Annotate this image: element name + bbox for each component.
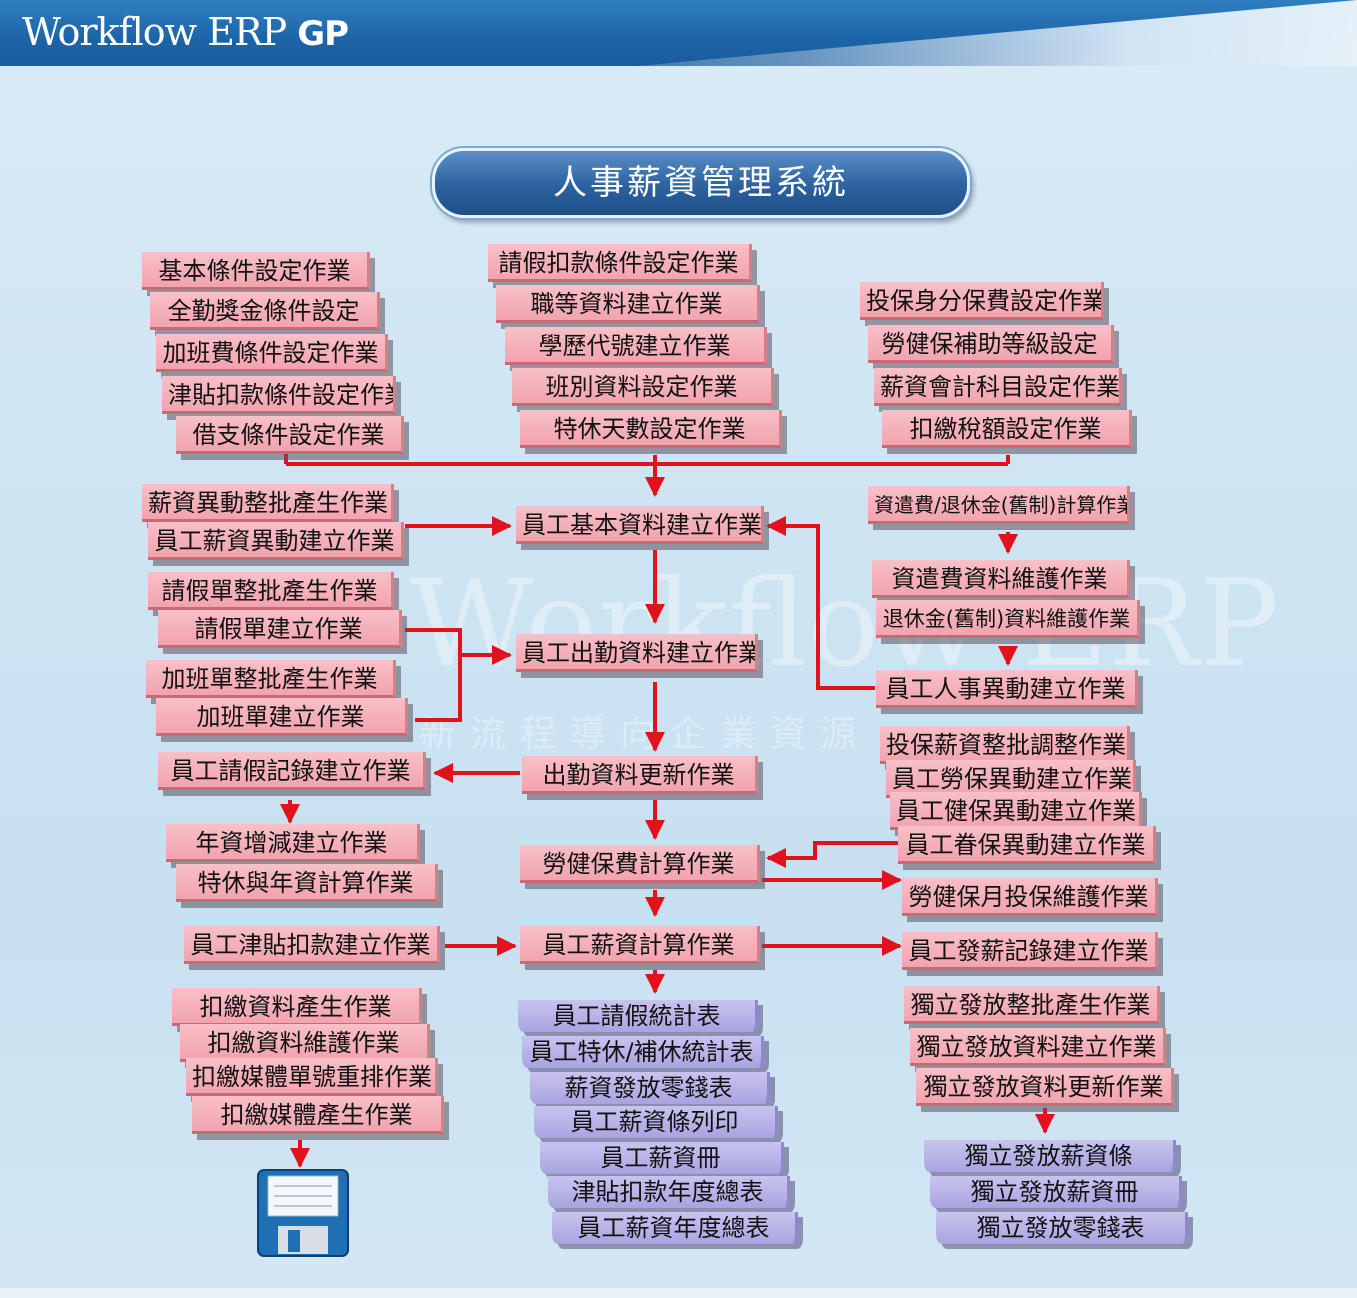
report-independent-payroll-book: 獨立發放薪資冊 — [930, 1176, 1182, 1208]
box-labor-insurance-change: 員工勞保異動建立作業 — [886, 760, 1136, 798]
box-attendance-update: 出勤資料更新作業 — [522, 756, 758, 794]
report-change-sheet: 薪資發放零錢表 — [530, 1072, 770, 1104]
report-independent-payslip: 獨立發放薪資條 — [924, 1140, 1176, 1172]
arrow-personnel-to-basic — [766, 516, 875, 690]
box-employee-attendance: 員工出勤資料建立作業 — [516, 634, 758, 672]
box-insured-salary-adjust: 投保薪資整批調整作業 — [880, 726, 1130, 764]
box-allowance-build: 員工津貼扣款建立作業 — [184, 926, 440, 964]
report-independent-change-sheet: 獨立發放零錢表 — [936, 1212, 1188, 1244]
brand-main: Workflow ERP — [22, 10, 298, 54]
box-withholding-generate: 扣繳資料產生作業 — [172, 988, 422, 1026]
box-salary-account: 薪資會計科目設定作業 — [874, 368, 1122, 406]
box-attendance-bonus: 全勤獎金條件設定 — [150, 292, 380, 330]
box-seniority-adjust: 年資增減建立作業 — [166, 824, 420, 862]
box-leave-record: 員工請假記錄建立作業 — [158, 752, 426, 790]
report-annual-leave-stats: 員工特休/補休統計表 — [522, 1036, 764, 1068]
box-grade-data: 職等資料建立作業 — [496, 285, 760, 323]
brand-suffix: GP — [297, 14, 349, 54]
box-leave-batch: 請假單整批產生作業 — [148, 572, 394, 610]
box-severance-calc: 資遣費/退休金(舊制)計算作業 — [868, 486, 1130, 524]
box-insurance-identity: 投保身分保費設定作業 — [860, 282, 1104, 320]
box-severance-maint: 資遣費資料維護作業 — [872, 560, 1130, 598]
box-payroll-record: 員工發薪記錄建立作業 — [902, 932, 1158, 970]
box-seniority-calc: 特休與年資計算作業 — [176, 864, 438, 902]
arrow-insurancechange-to-calc — [766, 841, 900, 868]
report-salary-annual: 員工薪資年度總表 — [552, 1212, 798, 1244]
box-retirement-maint: 退休金(舊制)資料維護作業 — [876, 600, 1140, 638]
box-insurance-monthly: 勞健保月投保維護作業 — [902, 878, 1158, 916]
box-salary-change-batch: 薪資異動整批產生作業 — [142, 484, 394, 522]
box-education-code: 學歷代號建立作業 — [505, 327, 767, 365]
box-withholding-maintain: 扣繳資料維護作業 — [180, 1024, 430, 1062]
box-salary-change-build: 員工薪資異動建立作業 — [148, 522, 404, 560]
box-independent-build: 獨立發放資料建立作業 — [910, 1028, 1166, 1066]
box-withholding-renumber: 扣繳媒體單號重排作業 — [186, 1058, 438, 1096]
box-salary-calc: 員工薪資計算作業 — [520, 926, 760, 964]
brand-logo: Workflow ERP GP — [22, 10, 349, 54]
box-employee-basic: 員工基本資料建立作業 — [516, 506, 764, 544]
box-health-insurance-change: 員工健保異動建立作業 — [890, 792, 1142, 830]
box-allowance-deduction: 津貼扣款條件設定作業 — [162, 376, 396, 414]
bottom-bar — [0, 1288, 1357, 1298]
box-leave-deduction: 請假扣款條件設定作業 — [488, 244, 752, 282]
report-leave-stats: 員工請假統計表 — [518, 1000, 758, 1032]
box-overtime-build: 加班單建立作業 — [156, 698, 408, 736]
box-independent-batch: 獨立發放整批產生作業 — [904, 986, 1160, 1024]
box-tax-withholding: 扣繳稅額設定作業 — [882, 410, 1132, 448]
box-dependent-insurance-change: 員工眷保異動建立作業 — [898, 826, 1156, 864]
report-payroll-book: 員工薪資冊 — [540, 1142, 784, 1174]
box-withholding-media: 扣繳媒體產生作業 — [192, 1096, 444, 1134]
bracket-leave-overtime — [405, 628, 462, 722]
report-allowance-annual: 津貼扣款年度總表 — [548, 1176, 790, 1208]
watermark-subtitle: 新流程導向企業資源 — [420, 714, 871, 755]
floppy-disk-icon — [257, 1169, 349, 1257]
box-personnel-change: 員工人事異動建立作業 — [876, 670, 1138, 708]
box-leave-build: 請假單建立作業 — [158, 610, 402, 648]
header-bar: Workflow ERP GP — [0, 0, 1357, 66]
box-shift-data: 班別資料設定作業 — [512, 368, 774, 406]
system-title: 人事薪資管理系統 — [432, 148, 970, 218]
box-independent-update: 獨立發放資料更新作業 — [916, 1068, 1174, 1106]
box-insurance-calc: 勞健保費計算作業 — [520, 845, 760, 883]
box-insurance-subsidy: 勞健保補助等級設定 — [868, 325, 1114, 363]
box-basic-condition: 基本條件設定作業 — [142, 252, 370, 290]
box-overtime-batch: 加班單整批產生作業 — [146, 660, 396, 698]
box-loan-condition: 借支條件設定作業 — [176, 416, 404, 454]
report-payslip-print: 員工薪資條列印 — [534, 1106, 778, 1138]
box-overtime-fee: 加班費條件設定作業 — [156, 334, 388, 372]
box-annual-leave-days: 特休天數設定作業 — [520, 410, 782, 448]
